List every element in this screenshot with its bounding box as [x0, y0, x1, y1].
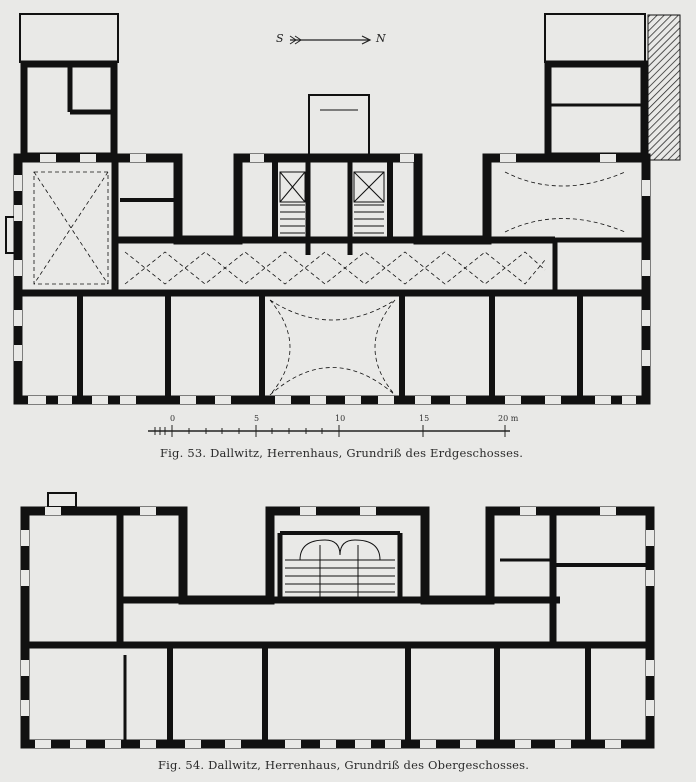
- compass-arrow: [289, 35, 372, 45]
- compass-north-label: N: [376, 32, 386, 45]
- ground-floor-plan: [5, 13, 681, 405]
- scale-tick-label: 5: [254, 414, 260, 423]
- windows-fig54: [21, 507, 654, 748]
- scale-bar: [148, 425, 510, 437]
- figure-caption-53: Fig. 53. Dallwitz, Herrenhaus, Grundriß …: [160, 446, 524, 460]
- compass-south-label: S: [276, 32, 284, 45]
- scale-tick-label: 15: [419, 414, 430, 423]
- windows-fig53: [14, 154, 650, 404]
- hatched-wall: [647, 14, 681, 161]
- scale-tick-label: 10: [335, 414, 346, 423]
- upper-floor-plan: [20, 492, 655, 749]
- figure-caption-54: Fig. 54. Dallwitz, Herrenhaus, Grundriß …: [158, 758, 530, 772]
- scale-tick-label: 0: [170, 414, 176, 423]
- scale-tick-label: 20 m: [498, 414, 519, 423]
